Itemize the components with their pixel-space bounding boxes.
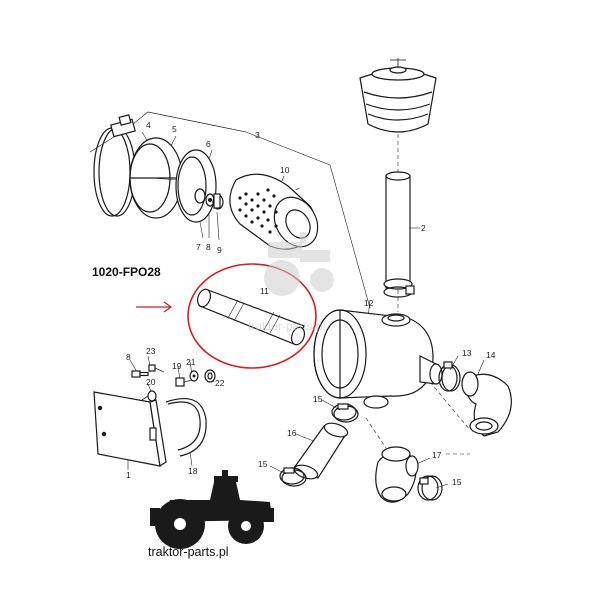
label-part-16: 16	[287, 428, 297, 438]
highlight-circle	[187, 263, 317, 369]
part-number-labels: 4 5 3 6 10 7 8 9 2 11 12 13 14 15 16 15 …	[126, 120, 496, 487]
label-part-11: 11	[260, 286, 269, 296]
part-2-intake-pipe	[359, 58, 437, 298]
part-13-hose-clamp	[438, 361, 461, 392]
part-1-mounting-plate	[93, 391, 167, 468]
part-15-clamp-upper	[331, 403, 359, 423]
watermark-tractor-icon	[264, 232, 334, 296]
part-code-label: 1020-FPO28	[92, 265, 161, 279]
label-part-5: 5	[172, 124, 177, 134]
part-6-ring	[175, 149, 217, 223]
part-17-elbow-hose	[375, 446, 419, 503]
parts-19-23-bolts	[131, 364, 216, 402]
watermark-text: traktor-parts.pl	[248, 319, 325, 333]
label-part-14: 14	[486, 350, 496, 360]
label-part-8: 8	[206, 242, 211, 252]
label-part-8-lower: 8	[126, 352, 131, 362]
label-part-6: 6	[206, 139, 211, 149]
label-part-18: 18	[188, 466, 198, 476]
traktor-parts-logo: traktor-parts.pl	[148, 470, 274, 559]
part-4-clamp-band	[93, 114, 136, 217]
label-part-7: 7	[196, 242, 201, 252]
part-10-filter-element	[229, 173, 319, 250]
label-part-23: 23	[146, 346, 156, 356]
pointer-arrow	[136, 301, 173, 313]
part-18-strap	[165, 398, 207, 457]
label-part-13: 13	[462, 348, 472, 358]
part-11-inner-tube	[196, 288, 306, 346]
label-part-10: 10	[280, 165, 290, 175]
label-part-9: 9	[217, 245, 222, 255]
label-part-21: 21	[186, 357, 196, 367]
label-part-12: 12	[364, 298, 374, 308]
watermark: traktor-parts.pl	[248, 232, 334, 333]
parts-7-8-9-fasteners	[194, 188, 224, 210]
part-12-air-cleaner-housing	[313, 309, 443, 409]
label-part-2: 2	[421, 223, 426, 233]
part-5-filter-cup	[129, 137, 183, 219]
label-part-20: 20	[146, 377, 156, 387]
logo-text: traktor-parts.pl	[148, 545, 229, 559]
part-15-clamp-lower	[279, 467, 307, 487]
label-part-22: 22	[215, 378, 225, 388]
part-16-hose	[293, 422, 349, 480]
label-part-15-lower: 15	[258, 459, 268, 469]
label-part-3: 3	[255, 130, 260, 140]
part-15-clamp-right	[417, 475, 443, 501]
label-part-4: 4	[146, 120, 151, 130]
label-part-15-upper: 15	[313, 394, 323, 404]
part-14-rubber-elbow	[461, 371, 512, 437]
label-part-19: 19	[172, 361, 182, 371]
label-part-15-right: 15	[452, 477, 462, 487]
label-part-17: 17	[432, 450, 442, 460]
label-part-1: 1	[126, 470, 131, 480]
tractor-icon	[150, 470, 274, 549]
